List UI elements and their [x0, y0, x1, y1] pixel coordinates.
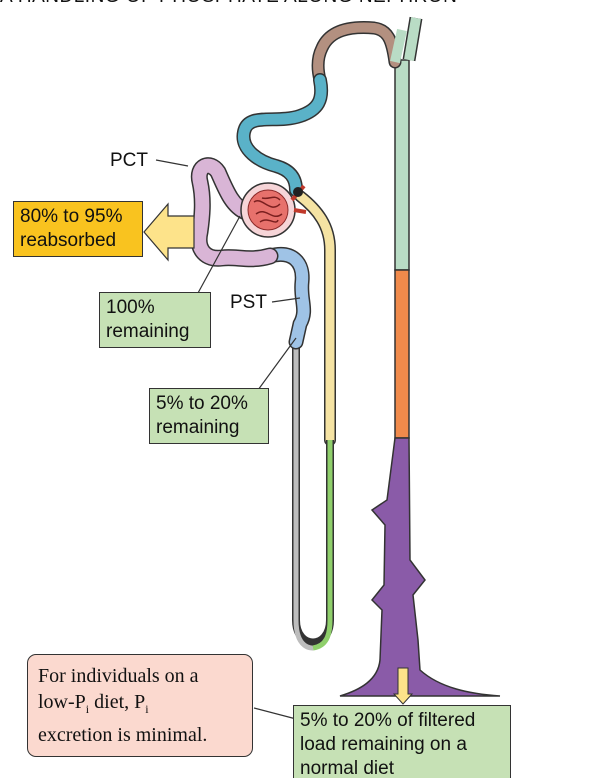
filtered-load-line-1: 5% to 20% of filtered [300, 710, 476, 731]
low-pi-note-line-3: excretion is minimal. [38, 724, 208, 746]
filtered-load-box: 5% to 20% of filtered load remaining on … [293, 705, 511, 778]
pct-label: PCT [110, 150, 148, 171]
note-leader [253, 707, 301, 721]
remaining-5-20-leader [257, 337, 297, 391]
figure-title: A HANDLING OF PHOSPHATE ALONG NEPHRON [0, 0, 616, 8]
collecting-duct-middle [394, 269, 410, 439]
low-pi-note: For individuals on a low-Pi diet, Pi exc… [27, 654, 253, 757]
remaining-5-20-line-2: remaining [156, 417, 240, 438]
remaining-5-20-line-1: 5% to 20% [156, 393, 248, 414]
pct-leader [155, 159, 189, 167]
remaining-100-line-2: remaining [106, 321, 190, 342]
reabsorbed-box: 80% to 95% reabsorbed [13, 201, 143, 257]
collecting-duct-lower [339, 437, 501, 697]
remaining-100-line-1: 100% [106, 297, 155, 318]
reabsorbed-line-1: 80% to 95% [20, 206, 123, 227]
filtered-load-line-3: normal diet [300, 758, 394, 778]
reabsorbed-line-2: reabsorbed [20, 230, 117, 251]
filtered-load-line-2: load remaining on a [300, 734, 467, 755]
low-pi-note-line-1: For individuals on a [38, 665, 199, 687]
remaining-100-box: 100% remaining [99, 292, 211, 348]
remaining-100-leader [197, 215, 241, 294]
pst-label: PST [230, 292, 267, 313]
pst-leader [271, 297, 301, 303]
low-pi-note-line-2: low-Pi diet, Pi [38, 691, 149, 716]
glomerulus [240, 182, 307, 238]
excretion-arrow [392, 667, 414, 705]
reabsorption-arrow [143, 202, 195, 262]
remaining-5-20-box: 5% to 20% remaining [149, 388, 269, 444]
